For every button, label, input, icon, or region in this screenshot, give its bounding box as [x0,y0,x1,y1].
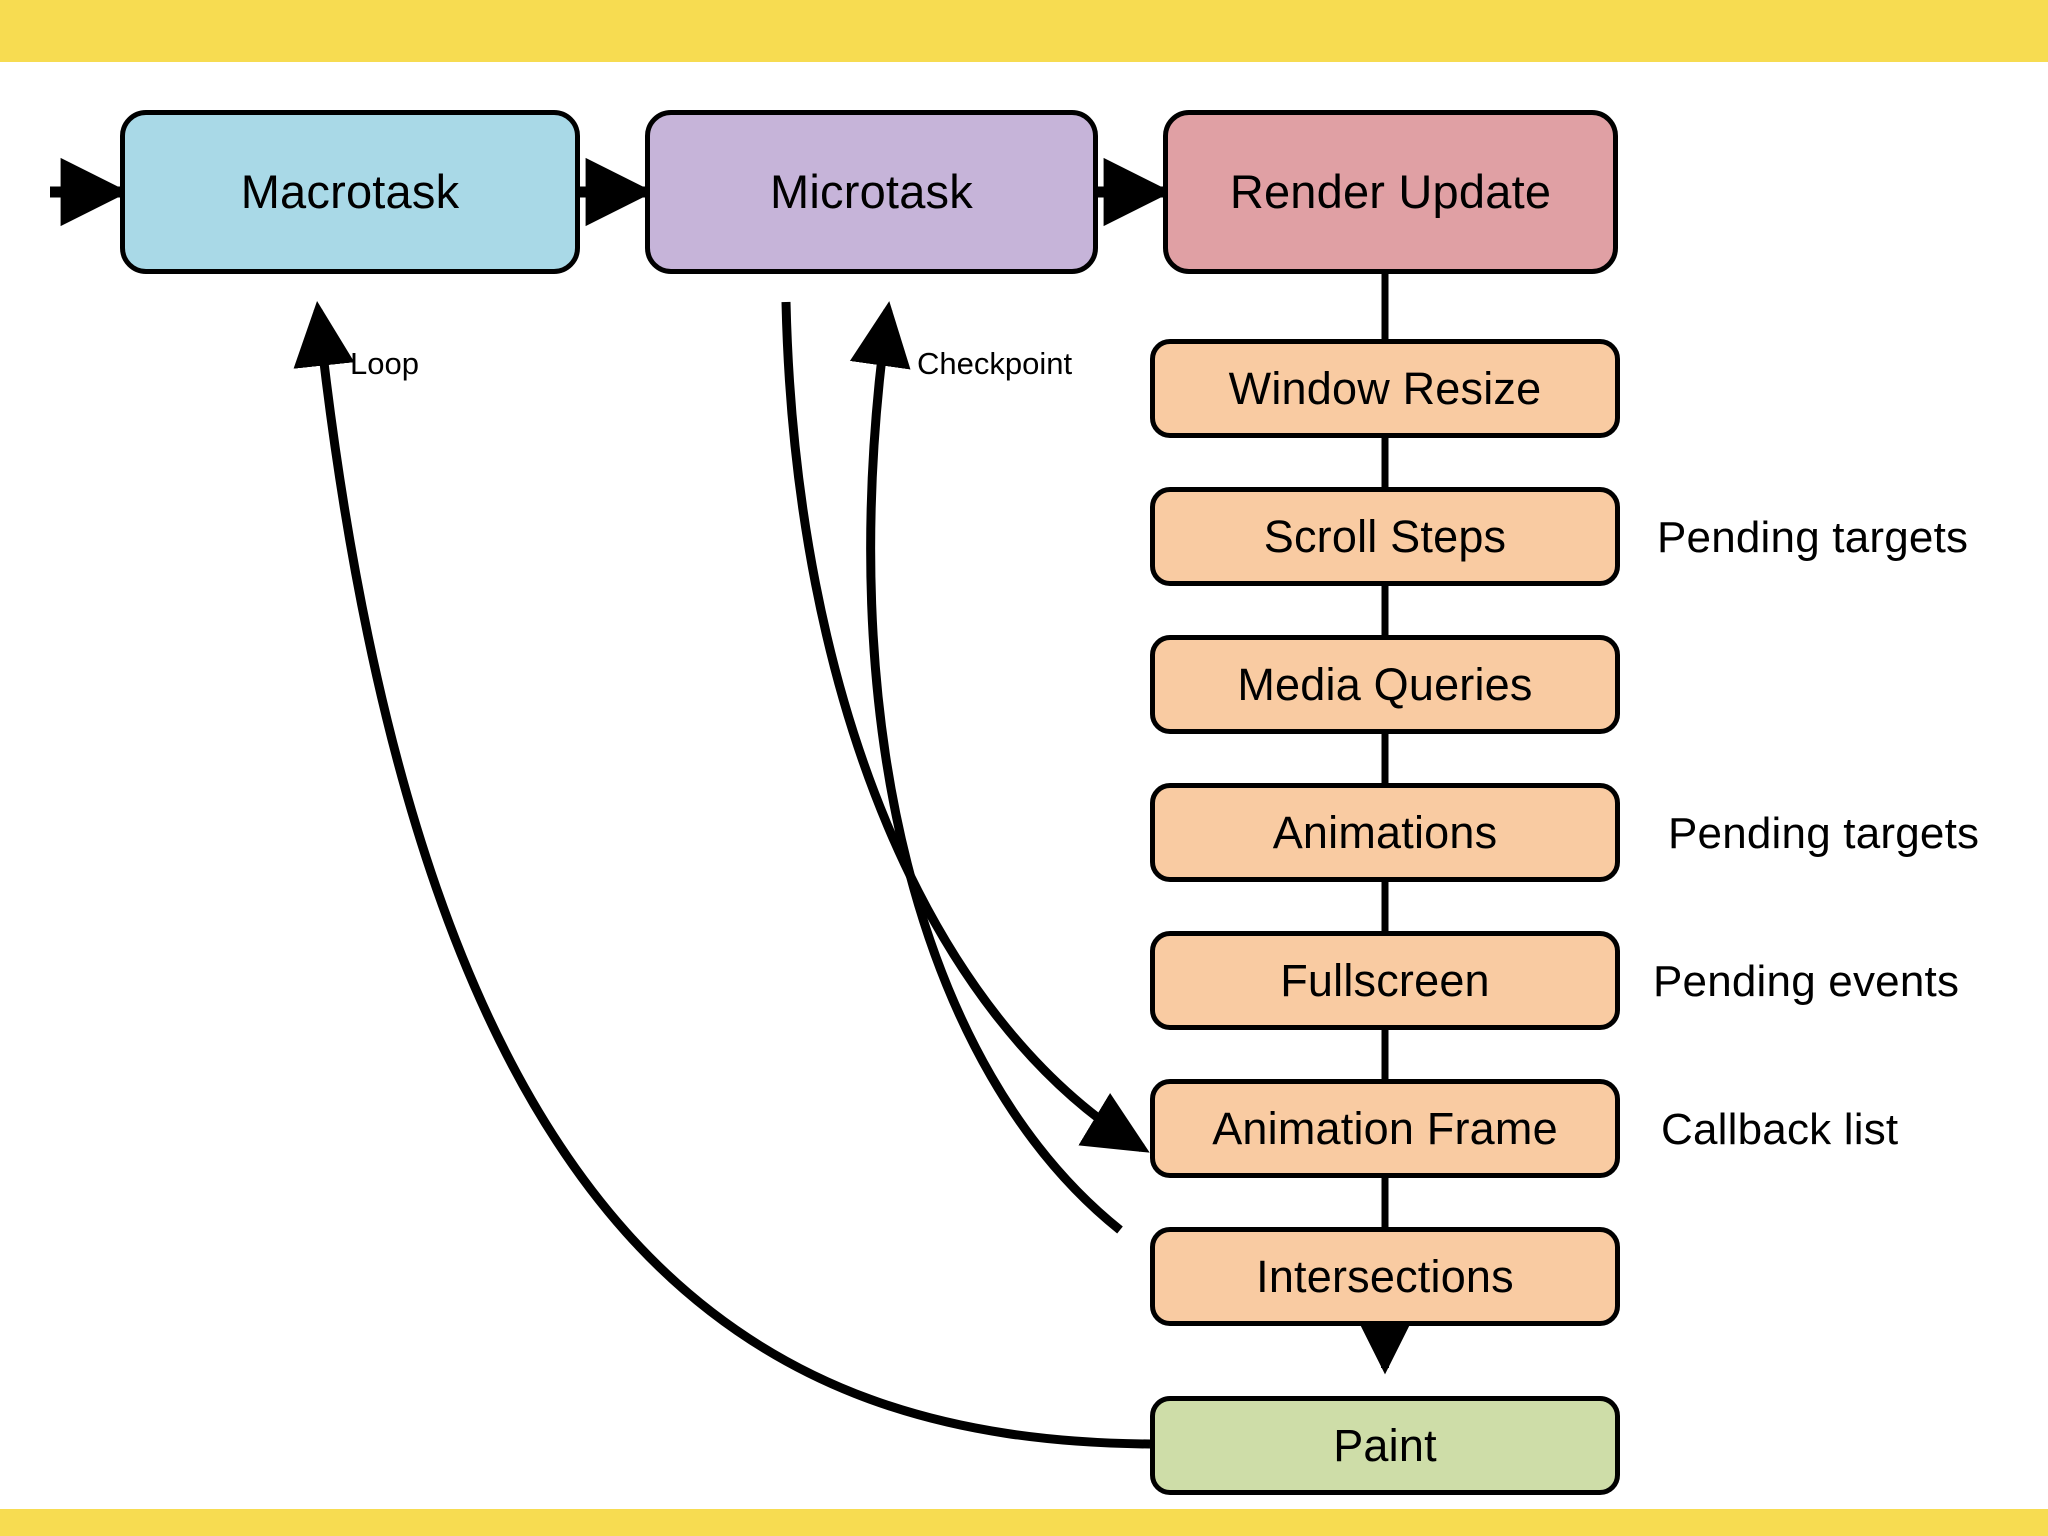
node-scroll-steps[interactable]: Scroll Steps [1150,487,1620,586]
node-intersections-label: Intersections [1256,1250,1514,1302]
node-animations[interactable]: Animations [1150,783,1620,882]
node-paint-label: Paint [1333,1419,1437,1471]
edge-label-loop: Loop [350,346,419,381]
node-intersections[interactable]: Intersections [1150,1227,1620,1326]
node-macrotask[interactable]: Macrotask [120,110,580,274]
note-animations: Pending targets [1668,809,1980,858]
note-scroll-steps: Pending targets [1657,513,1969,562]
node-paint[interactable]: Paint [1150,1396,1620,1495]
node-media-queries[interactable]: Media Queries [1150,635,1620,734]
arrow-loop-paint-to-macrotask [293,301,1151,1449]
node-render-update[interactable]: Render Update [1163,110,1618,274]
node-animations-label: Animations [1272,806,1498,858]
bottom-accent-band [0,1509,2048,1536]
arrow-checkpoint-return-to-microtask [849,301,1123,1234]
node-window-resize[interactable]: Window Resize [1150,339,1620,438]
node-macrotask-label: Macrotask [240,165,460,219]
node-window-resize-label: Window Resize [1228,362,1542,414]
node-animation-frame[interactable]: Animation Frame [1150,1079,1620,1178]
node-scroll-steps-label: Scroll Steps [1263,510,1507,562]
edge-label-checkpoint: Checkpoint [917,346,1073,381]
note-animation-frame: Callback list [1661,1105,1899,1154]
node-media-queries-label: Media Queries [1237,658,1533,710]
node-microtask[interactable]: Microtask [645,110,1098,274]
node-animation-frame-label: Animation Frame [1212,1102,1558,1154]
node-fullscreen-label: Fullscreen [1280,954,1490,1006]
node-fullscreen[interactable]: Fullscreen [1150,931,1620,1030]
note-fullscreen: Pending events [1653,957,1960,1006]
top-accent-band [0,0,2048,62]
node-render-update-label: Render Update [1229,165,1552,219]
arrow-checkpoint-microtask-to-animation-frame [781,301,1150,1153]
node-microtask-label: Microtask [770,165,973,219]
